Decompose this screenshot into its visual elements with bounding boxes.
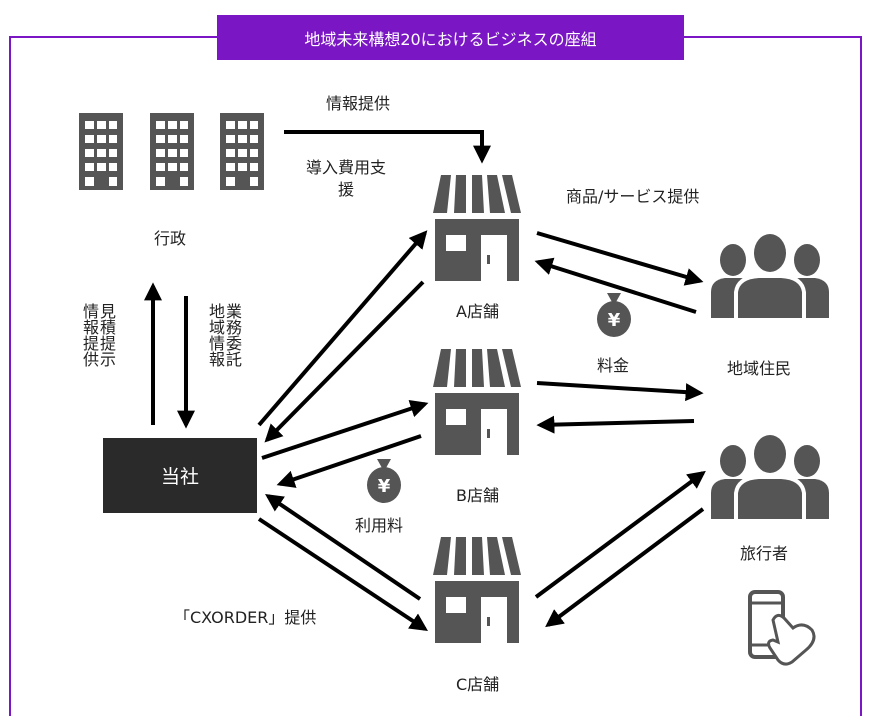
company-node: 当社 [103,438,257,513]
travelers-label: 旅行者 [740,544,789,563]
arrow-company-to-c [257,517,429,631]
arrow-info-provision [284,130,491,164]
store-a-label: A店舗 [456,302,499,321]
building-icon [79,113,123,190]
install-support-label: 導入費用支援 [305,158,386,199]
arrow-c-to-company [265,493,422,601]
residents-label: 地域住民 [727,359,792,378]
building-icon [150,113,194,190]
frame-border [9,36,862,716]
arrow-company-to-b [261,399,429,460]
store-icon [433,175,521,281]
store-icon [433,537,521,643]
smartphone-tap-icon [748,590,816,666]
store-c-label: C店舗 [456,675,500,694]
arrow-company-to-a [257,230,428,427]
arrow-a-to-residents [536,231,704,286]
yen-bag-icon [597,293,631,337]
estimate-info-label: 見積提示情報提供 [80,303,116,367]
fee-label: 料金 [597,356,630,375]
cxorder-label: 「CXORDER」提供 [174,608,317,627]
arrow-b-to-residents [536,381,704,402]
store-icon [433,349,521,455]
consignment-label: 業務委託地域情報 [206,303,242,367]
arrow-c-to-travelers [534,470,706,599]
arrow-residents-to-b [536,415,695,434]
arrow-residents-to-a [534,257,697,314]
people-icon [711,230,829,322]
gov-label: 行政 [154,229,187,248]
building-icon [220,113,264,190]
store-b-label: B店舗 [456,486,499,505]
arrow-a-to-company [264,280,425,443]
usage-fee-label: 利用料 [355,516,404,535]
people-icon [711,431,829,523]
yen-bag-icon [367,459,401,503]
flow-arrows [144,130,706,631]
arrow-travelers-to-c [545,507,705,628]
goods-service-label: 商品/サービス提供 [566,187,700,206]
diagram-title: 地域未来構想20におけるビジネスの座組 [217,15,684,60]
info-provision-label: 情報提供 [326,94,391,113]
arrow-b-to-company [276,434,422,488]
